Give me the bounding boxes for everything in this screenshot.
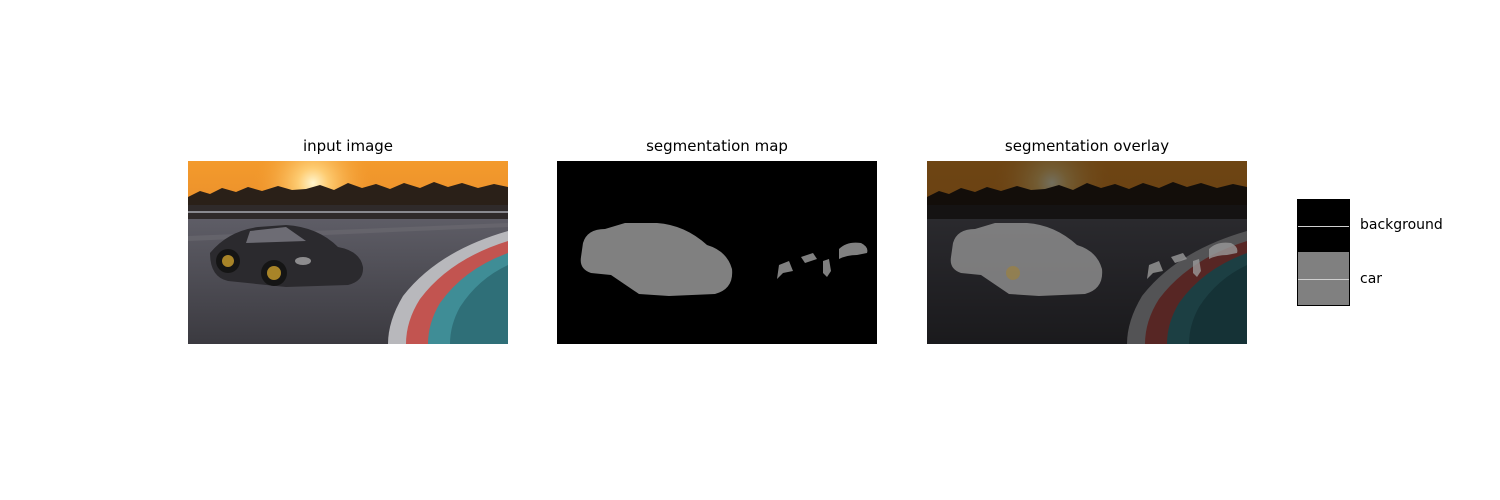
segmentation-map-panel <box>557 161 877 344</box>
segmentation-map <box>557 161 877 344</box>
legend-tick-car <box>1298 279 1349 280</box>
car-fragment <box>777 261 793 279</box>
legend-label-car: car <box>1360 271 1383 287</box>
input-image-title: input image <box>302 137 394 155</box>
car-fragment <box>801 253 817 263</box>
car-fragment <box>823 259 831 277</box>
class-legend <box>1297 199 1350 306</box>
legend-swatch-car <box>1298 252 1349 305</box>
car-region <box>580 223 733 296</box>
car-overlay-region <box>950 223 1103 296</box>
input-image <box>188 161 508 344</box>
segmentation-overlay-panel <box>927 161 1247 344</box>
legend-tick-background <box>1298 226 1349 227</box>
input-image-panel <box>188 161 508 344</box>
car-fragment <box>839 242 868 259</box>
legend-label-background: background <box>1360 217 1443 233</box>
segmentation-overlay <box>927 161 1247 344</box>
segmentation-map-title: segmentation map <box>646 137 788 155</box>
segmentation-overlay-title: segmentation overlay <box>1004 137 1170 155</box>
